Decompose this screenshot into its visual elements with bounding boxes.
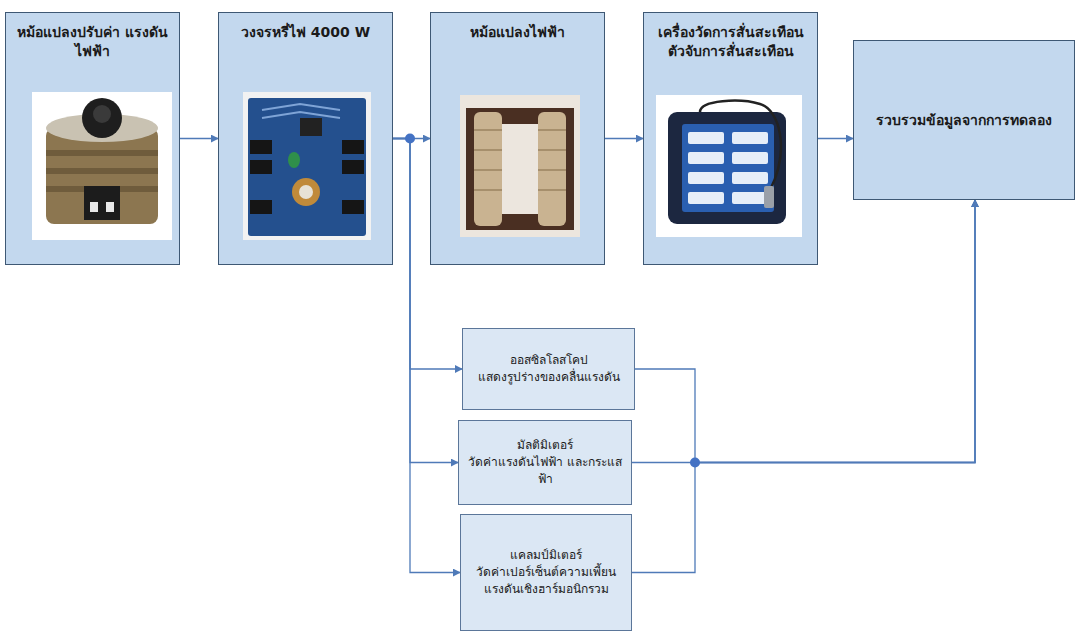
- screen-button: [688, 132, 724, 144]
- transformer-core: [466, 108, 574, 230]
- dimmer-board-photo: [243, 92, 371, 240]
- analyzer-case: [668, 112, 786, 224]
- vibration-sensor: [764, 186, 774, 208]
- variac-photo: [32, 92, 172, 240]
- instrument-box: ออสซิลโลสโคปแสดงรูปร่างของคลื่นแรงดัน: [462, 328, 635, 410]
- node-title: แคลมป์มิเตอร์: [510, 547, 582, 564]
- node-title: เครื่องวัดการสั่นสะเทือน: [658, 23, 804, 42]
- photo-ground: [656, 95, 802, 237]
- equipment-box: หม้อแปลงไฟฟ้า: [430, 12, 605, 265]
- coil-winding: [474, 130, 566, 190]
- variac-knob: [82, 98, 122, 138]
- transformer-coil: [474, 112, 502, 226]
- node-title: หม้อแปลงปรับค่า แรงดันไฟฟ้า: [14, 23, 171, 61]
- screen-button: [688, 192, 724, 204]
- vibration-analyzer-photo: [656, 95, 802, 237]
- node-title: รวบรวมข้อมูลจากการทดลอง: [876, 111, 1052, 130]
- photo-ground: [460, 95, 580, 237]
- junction-dot: [690, 458, 700, 468]
- analyzer-screen: [682, 124, 774, 212]
- sensor-cable: [700, 101, 781, 190]
- transformer-coil: [538, 112, 566, 226]
- node-description: วัดค่าเปอร์เซ็นต์ความเพี้ยน แรงดันเชิงฮา…: [467, 564, 625, 598]
- variac-socket: [90, 202, 98, 212]
- instrument-box: มัลติมิเตอร์วัดค่าแรงดันไฟฟ้า และกระแสฟ้…: [458, 420, 632, 505]
- screen-button: [732, 152, 768, 164]
- node-title: มัลติมิเตอร์: [517, 437, 573, 454]
- node-description: วัดค่าแรงดันไฟฟ้า และกระแสฟ้า: [465, 454, 625, 488]
- flow-arrow: [605, 138, 643, 139]
- instrument-box: แคลมป์มิเตอร์วัดค่าเปอร์เซ็นต์ความเพี้ยน…: [460, 514, 632, 631]
- variac-band: [46, 186, 158, 192]
- variac-body: [46, 128, 158, 224]
- core-window: [486, 124, 554, 214]
- terminal-block: [342, 200, 364, 214]
- flow-arrow: [180, 138, 218, 139]
- terminal-block: [342, 160, 364, 174]
- variac-band: [46, 168, 158, 174]
- node-title: ออสซิลโลสโคป: [510, 352, 588, 369]
- variac-panel: [84, 186, 120, 220]
- potentiometer: [292, 178, 320, 206]
- node-title: หม้อแปลงไฟฟ้า: [470, 23, 565, 42]
- transformer-photo: [460, 95, 580, 237]
- result-box: รวบรวมข้อมูลจากการทดลอง: [853, 40, 1075, 200]
- terminal-block: [250, 200, 272, 214]
- photo-ground: [32, 92, 172, 240]
- node-title: วงจรหรี่ไฟ 4000 W: [241, 23, 370, 42]
- pcb-trace: [262, 104, 340, 118]
- screen-button: [688, 172, 724, 184]
- screen-button: [688, 152, 724, 164]
- equipment-box: หม้อแปลงปรับค่า แรงดันไฟฟ้า: [5, 12, 180, 265]
- screen-button: [732, 192, 768, 204]
- equipment-box: เครื่องวัดการสั่นสะเทือนตัวจับการสั่นสะเ…: [643, 12, 818, 265]
- terminal-block: [250, 140, 272, 154]
- equipment-box: วงจรหรี่ไฟ 4000 W: [218, 12, 393, 265]
- variac-socket: [106, 202, 114, 212]
- triac: [300, 118, 322, 136]
- potentiometer-shaft: [299, 185, 313, 199]
- junction-dot: [405, 134, 415, 144]
- node-description: ตัวจับการสั่นสะเทือน: [668, 42, 794, 61]
- screen-button: [732, 172, 768, 184]
- variac-band: [46, 150, 158, 156]
- variac-knob-cap: [93, 105, 111, 123]
- flow-arrow: [818, 138, 853, 139]
- variac-top: [46, 114, 158, 142]
- screen-button: [732, 132, 768, 144]
- terminal-block: [250, 160, 272, 174]
- node-description: แสดงรูปร่างของคลื่นแรงดัน: [478, 369, 620, 386]
- pcb-board: [248, 98, 366, 236]
- photo-ground: [243, 92, 371, 240]
- capacitor: [288, 152, 300, 168]
- terminal-block: [342, 140, 364, 154]
